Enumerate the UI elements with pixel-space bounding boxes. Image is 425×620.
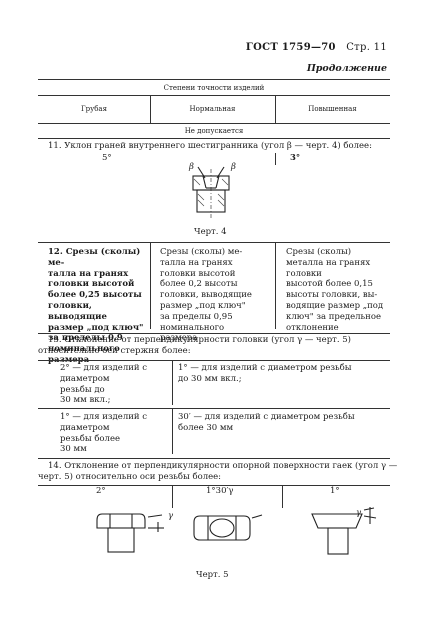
item-12-increased: Срезы (сколы) металла на гранях головки … <box>286 247 384 333</box>
item-14-value-normal: 1°30′γ <box>206 486 234 496</box>
figure-4-caption: Черт. 4 <box>194 227 227 237</box>
item-13-coarse-over-30: 1° — для изделий с диаметром резьбы боле… <box>60 412 148 455</box>
item-11-text: 11. Уклон граней внутреннего шестигранни… <box>48 141 372 151</box>
not-allowed-row: Не допускается <box>184 127 244 135</box>
item-14-value-increased: 1° <box>330 486 340 496</box>
page-header: ГОСТ 1759—70 Стр. 11 <box>246 42 387 53</box>
item-12-rule <box>38 242 390 243</box>
table-body-rule <box>38 138 390 139</box>
item-11-divider <box>275 153 276 165</box>
item-13-rule <box>38 360 390 361</box>
column-divider <box>150 243 151 329</box>
precision-grades-heading: Степени точности изделий <box>163 84 265 92</box>
table-header-rule <box>38 95 390 96</box>
item-11-value-coarse-normal: 5° <box>102 153 112 163</box>
gamma-label: γ <box>356 508 362 518</box>
item-13-mid-rule <box>38 408 390 409</box>
standard-number: ГОСТ 1759—70 <box>245 42 336 53</box>
item-13-normal-up-to-30: 1° — для изделий с диаметром резьбы до 3… <box>178 363 352 384</box>
gamma-label: γ <box>168 511 174 521</box>
column-normal: Нормальная <box>189 105 236 113</box>
column-divider <box>172 486 173 508</box>
column-divider <box>172 409 173 454</box>
item-13-coarse-up-to-30: 2° — для изделий с диаметром резьбы до 3… <box>60 363 148 406</box>
figure-5-hex-bolt-drawing <box>96 513 164 553</box>
item-14-rule <box>38 485 390 486</box>
column-divider <box>275 243 276 329</box>
item-14-line-1: 14. Отклонение от перпендикулярности опо… <box>48 461 398 471</box>
item-14-line-2: черт. 5) относительно оси резьбы более: <box>38 472 222 482</box>
column-coarse: Грубая <box>80 105 108 113</box>
column-divider <box>150 95 151 123</box>
figure-5-flange-bolt-drawing <box>311 507 377 555</box>
column-divider <box>275 95 276 123</box>
item-13-normal-over-30: 30′ — для изделий с диаметром резьбы бол… <box>178 412 355 433</box>
item-11-value-increased: 3° <box>290 153 301 163</box>
column-divider <box>172 361 173 405</box>
column-divider <box>282 486 283 508</box>
figure-4-beta-label: β <box>231 162 236 172</box>
figure-5-nut-drawing <box>193 514 263 541</box>
figure-5-caption: Черт. 5 <box>196 570 229 580</box>
item-13-line-1: 13. Отклонение от перпендикулярности гол… <box>48 335 351 345</box>
figure-4-drawing <box>192 166 230 219</box>
table-columns-rule <box>38 123 390 124</box>
item-14-value-coarse: 2° <box>96 486 106 496</box>
figure-4-beta-label: β <box>189 162 194 172</box>
item-12-bottom-rule <box>38 333 390 334</box>
page-number: Стр. 11 <box>346 42 387 53</box>
item-13-bottom-rule <box>38 458 390 459</box>
item-12-coarse: 12. Срезы (сколы) ме- талла на гранях го… <box>48 247 144 365</box>
item-13-line-2: относительно оси стержня более: <box>38 346 191 356</box>
column-increased: Повышенная <box>308 105 357 113</box>
continuation-label: Продолжение <box>306 63 387 74</box>
table-top-rule <box>38 79 390 80</box>
item-12-normal: Срезы (сколы) ме- талла на гранях головк… <box>160 247 252 344</box>
